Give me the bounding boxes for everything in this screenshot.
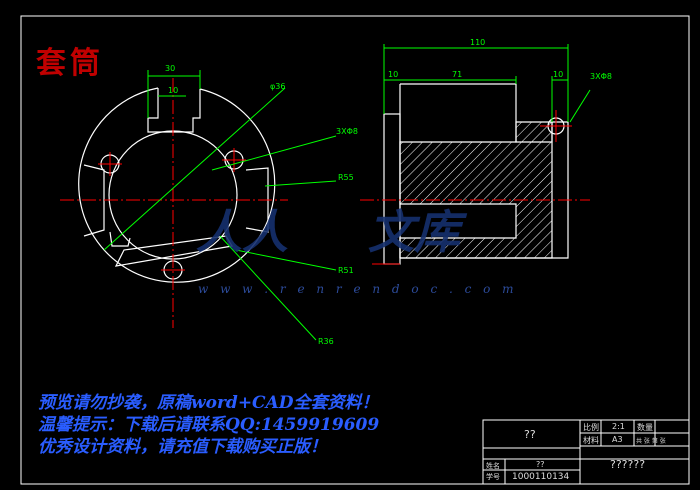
tb-school: ??????: [610, 458, 646, 471]
watermark-url: w w w . r e n r e n d o c . c o m: [198, 282, 518, 296]
section-view: [360, 44, 591, 265]
tb-scale-value: 2:1: [612, 422, 625, 431]
notice-line-2: 温馨提示：下载后请联系QQ:1459919609: [38, 415, 380, 435]
front-view: [60, 70, 337, 341]
notice-line-1: 预览请勿抄袭，原稿word+CAD全套资料！: [38, 393, 379, 413]
dim-label-holes: 3XΦ8: [336, 127, 358, 136]
leader-dia: [103, 87, 286, 251]
dim-label-r51: R51: [338, 266, 354, 275]
leader-r51: [235, 249, 337, 271]
watermark-right: 文库: [368, 205, 460, 259]
dim-label-dia: φ36: [270, 82, 286, 91]
part-title-stamp: 套筒: [36, 46, 104, 81]
tb-sheet-extra: 共 张 第 张: [636, 438, 666, 445]
tb-id-value: 1000110134: [512, 472, 570, 482]
tb-qty-label: 数量: [637, 423, 653, 432]
leader-r36: [219, 235, 317, 341]
tb-scale-label: 比例: [583, 423, 599, 432]
dim-label-10: 10: [168, 86, 179, 95]
tb-name-value: ??: [536, 460, 545, 469]
outer-circle: [78, 87, 276, 283]
tb-sheet-value: A3: [612, 435, 623, 444]
notice-line-3: 优秀设计资料，请充值下载购买正版！: [38, 437, 327, 457]
leader-holes: [211, 135, 337, 171]
dim-label-step: 10: [553, 70, 564, 79]
tb-part-name: ??: [524, 428, 536, 441]
tb-name-label: 姓名: [486, 462, 500, 470]
dim-label-r55: R55: [338, 173, 354, 182]
tb-material-label: 材料: [583, 436, 599, 445]
lower-left-step: [109, 231, 131, 247]
watermark-left: 人人: [196, 205, 288, 259]
dim-label-71: 71: [452, 70, 463, 79]
leader-side-holes: [569, 89, 591, 123]
tb-id-label: 学号: [486, 473, 500, 481]
top-slot: [147, 88, 201, 133]
dim-label-110: 110: [470, 38, 486, 47]
dim-label-30: 30: [165, 64, 176, 73]
dim-label-side-holes: 3XΦ8: [590, 72, 612, 81]
drawing-frame: [20, 15, 690, 485]
leader-r55: [264, 180, 337, 187]
title-block-lines: [482, 419, 690, 485]
dim-label-r36: R36: [318, 337, 334, 346]
dim-label-flange: 10: [388, 70, 399, 79]
bottom-slot: [114, 235, 233, 267]
